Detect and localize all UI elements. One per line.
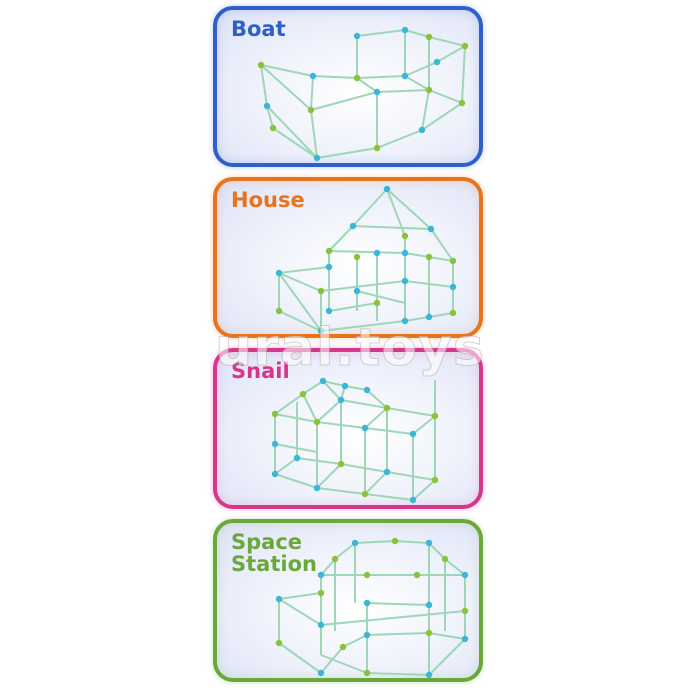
house-card: House xyxy=(213,177,483,338)
snail-card: Snail xyxy=(213,348,483,509)
house-frame-illustration xyxy=(275,185,457,334)
space-station-card: Space Station xyxy=(213,519,483,682)
boat-card: Boat xyxy=(213,6,483,167)
house-title: House xyxy=(231,188,305,212)
boat-frame-illustration xyxy=(257,26,469,162)
space-station-frame-illustration xyxy=(275,537,469,678)
space-station-title: Space Station xyxy=(231,530,317,576)
snail-title: Snail xyxy=(231,359,290,383)
snail-frame-illustration xyxy=(271,377,439,504)
boat-title: Boat xyxy=(231,17,286,41)
